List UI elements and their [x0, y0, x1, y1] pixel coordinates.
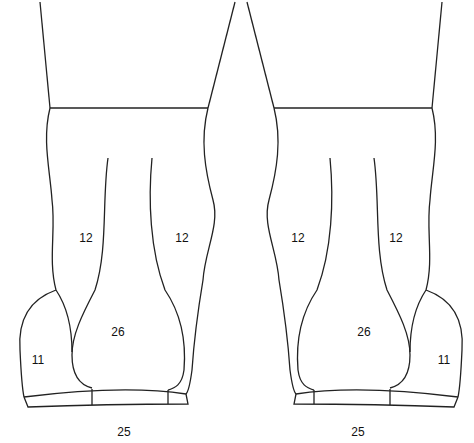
callout-number: 12 [79, 232, 92, 244]
callout-number: 25 [117, 426, 130, 438]
callout-number: 12 [389, 232, 402, 244]
right-heel-figure [247, 2, 462, 407]
leg-edge [247, 2, 274, 108]
callout-number: 26 [111, 326, 124, 338]
leg-edge [208, 2, 235, 108]
outer-outline [426, 108, 435, 290]
outer-outline [267, 108, 296, 394]
callout-number: 12 [291, 232, 304, 244]
sole-band [24, 390, 186, 397]
sole-box [92, 389, 168, 405]
region-boundary [374, 158, 410, 388]
sole-band [294, 394, 458, 407]
region-boundary [150, 158, 184, 390]
callout-number: 11 [32, 354, 44, 366]
sole-box [314, 389, 390, 405]
heel-bulge [20, 290, 56, 397]
leg-edge [432, 2, 442, 108]
region-boundary [298, 158, 332, 390]
callout-number: 25 [351, 426, 364, 438]
left-heel-figure [20, 2, 235, 407]
leg-edge [40, 2, 50, 108]
region-boundary [56, 290, 72, 352]
outer-outline [186, 108, 215, 394]
callout-number: 12 [175, 232, 188, 244]
callout-number: 26 [357, 326, 370, 338]
outer-outline [47, 108, 56, 290]
sole-band [24, 394, 188, 407]
callout-number: 11 [438, 354, 450, 366]
heel-bulge [426, 290, 462, 397]
region-boundary [410, 290, 426, 352]
cut-line [50, 107, 208, 108]
region-boundary [72, 158, 108, 388]
sole-band [296, 390, 458, 397]
cut-line [274, 107, 432, 108]
